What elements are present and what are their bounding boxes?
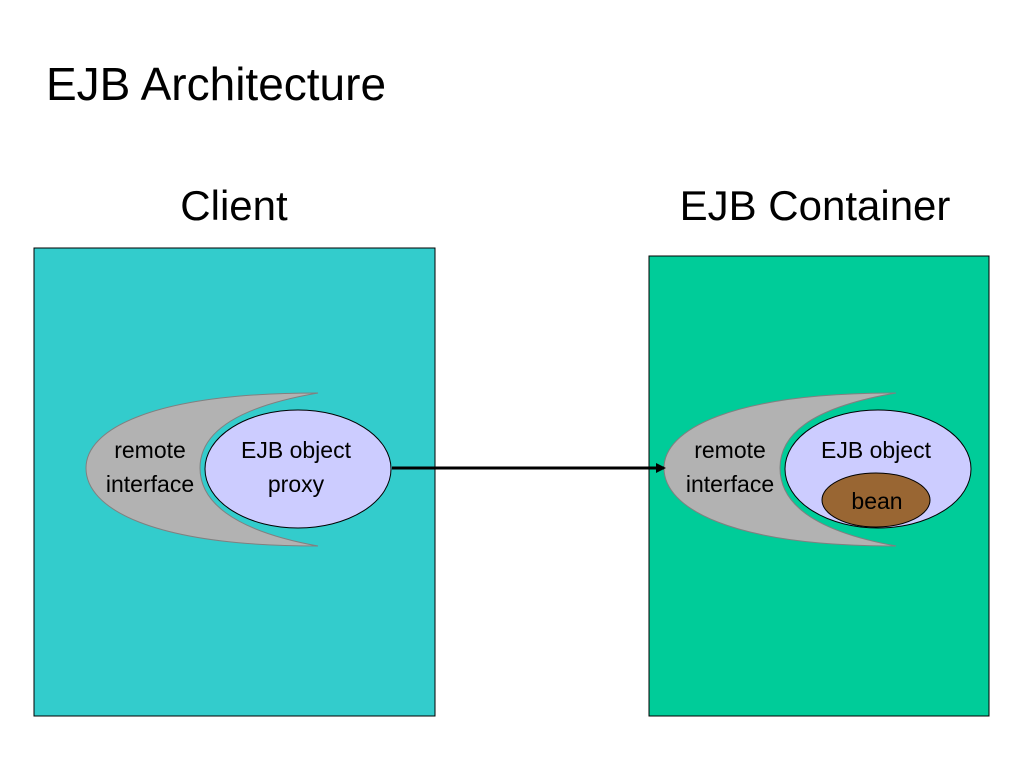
slide-title: EJB Architecture [46, 58, 387, 110]
container-remote-interface-shape [663, 392, 897, 547]
client-remote-interface-shape [85, 392, 319, 547]
client-heading: Client [180, 182, 288, 229]
container-remote-interface-label-line1: remote [694, 437, 766, 463]
container-remote-interface-label-line2: interface [686, 471, 774, 497]
client-ejb-object-label-line2: proxy [268, 471, 325, 497]
bean-ellipse [821, 472, 931, 528]
container-ejb-object-label: EJB object [821, 437, 932, 463]
client-remote-interface-label-line2: interface [106, 471, 194, 497]
client-ejb-object-label-line1: EJB object [241, 437, 352, 463]
client-remote-interface-label-line1: remote [114, 437, 186, 463]
container-heading: EJB Container [679, 182, 951, 229]
client-ejb-object-proxy-ellipse [204, 409, 392, 529]
bean-label: bean [851, 488, 902, 514]
